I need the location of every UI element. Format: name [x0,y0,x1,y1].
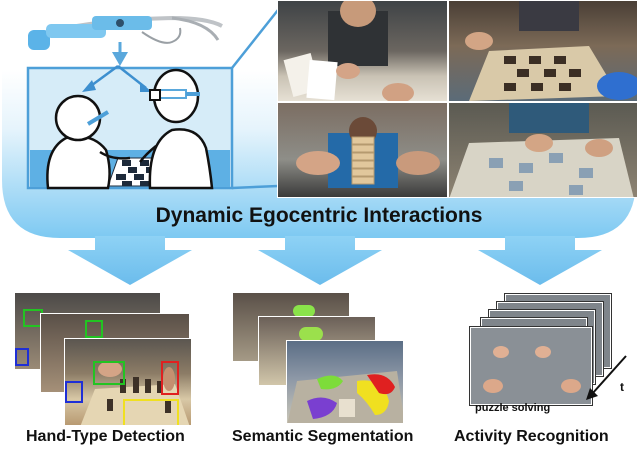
photo-puzzle-game-art [449,103,634,197]
photo-jenga-game-art [296,117,440,188]
photo-jenga-game [277,102,448,198]
label-activity-recognition: Activity Recognition [454,428,609,445]
label-semantic-segmentation: Semantic Segmentation [232,428,414,445]
green-box [85,320,103,338]
hand-mask-green [293,305,315,317]
detection-frame-front [64,338,192,426]
activity-caption: puzzle solving [475,402,551,414]
photo-chess-game [448,0,638,102]
hand-mask-green [299,327,323,341]
time-axis-label: t [620,380,624,394]
activity-frame-front [470,327,592,405]
photo-puzzle-game [448,102,638,198]
photo-chess-game-art [465,1,637,101]
banner-title: Dynamic Egocentric Interactions [155,204,483,227]
interaction-illustration [26,9,279,190]
blue-box [65,381,83,403]
yellow-box [123,399,179,425]
time-axis-arrow [586,355,627,400]
arrow-recognition [478,236,602,285]
label-hand-type-detection: Hand-Type Detection [26,428,185,445]
green-box [93,361,125,385]
arrow-detection [68,236,192,285]
arrow-segmentation [258,236,382,285]
glass-headset-icon [28,15,223,50]
photo-card-game-art [283,1,414,101]
red-box [161,361,179,395]
segmentation-frame-front [286,340,404,424]
blue-box [15,348,29,366]
activity-frame-art [483,346,581,393]
photo-card-game [277,0,448,102]
segmentation-frame-art [287,371,403,423]
